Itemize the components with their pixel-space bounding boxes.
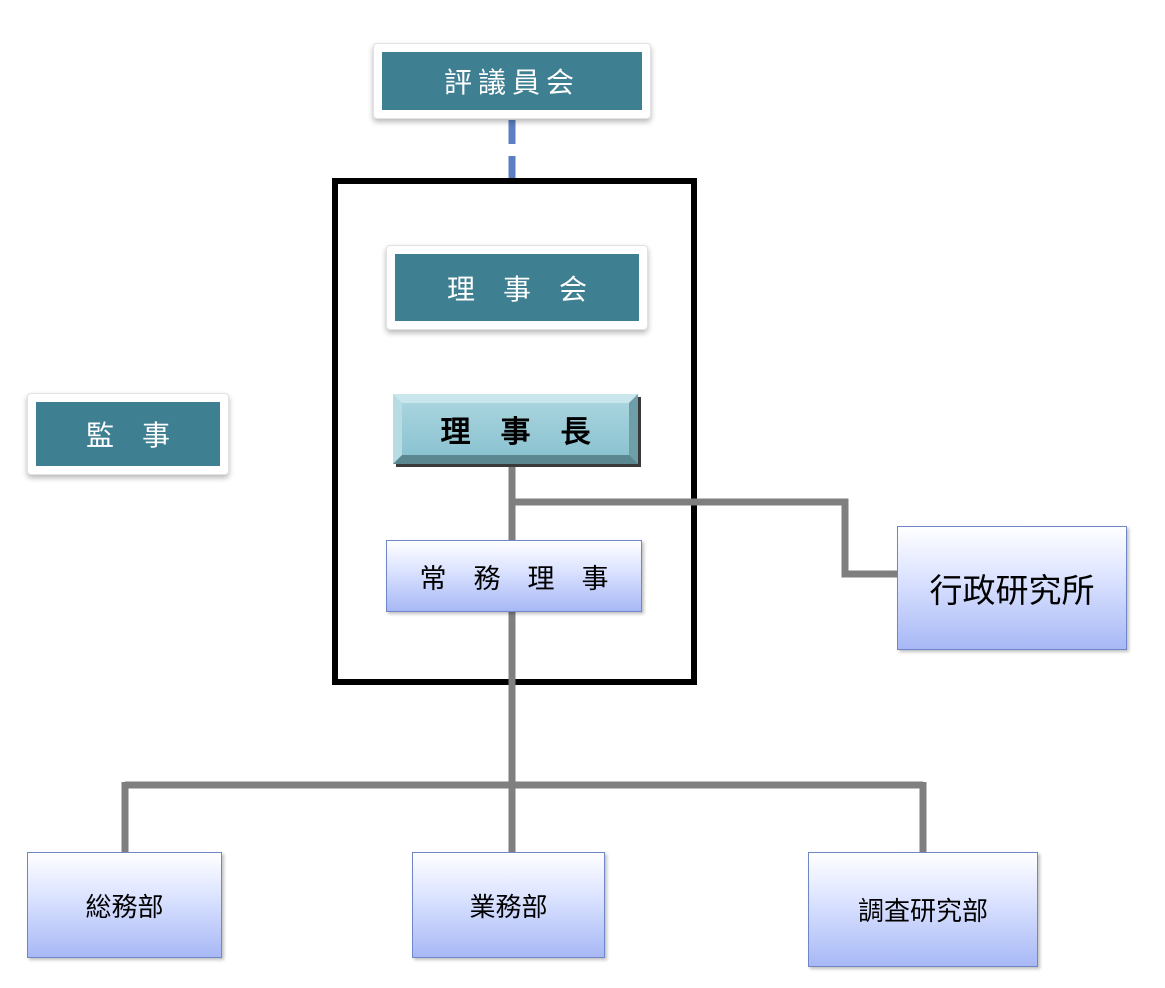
node-auditor-label: 監 事 [36, 402, 220, 466]
node-auditor: 監 事 [27, 393, 229, 475]
node-research-institute: 行政研究所 [897, 526, 1127, 650]
node-chairman: 理 事 長 [393, 394, 638, 464]
node-general-affairs: 総務部 [27, 852, 222, 958]
node-board-label: 理 事 会 [395, 254, 639, 321]
node-council-label: 評議員会 [382, 52, 642, 110]
node-business: 業務部 [412, 852, 605, 958]
node-research-dept: 調査研究部 [808, 852, 1038, 967]
node-council: 評議員会 [373, 43, 651, 119]
edge-chairman-research-institute [512, 498, 897, 578]
node-executive-director: 常 務 理 事 [386, 540, 642, 612]
node-board: 理 事 会 [386, 245, 648, 330]
